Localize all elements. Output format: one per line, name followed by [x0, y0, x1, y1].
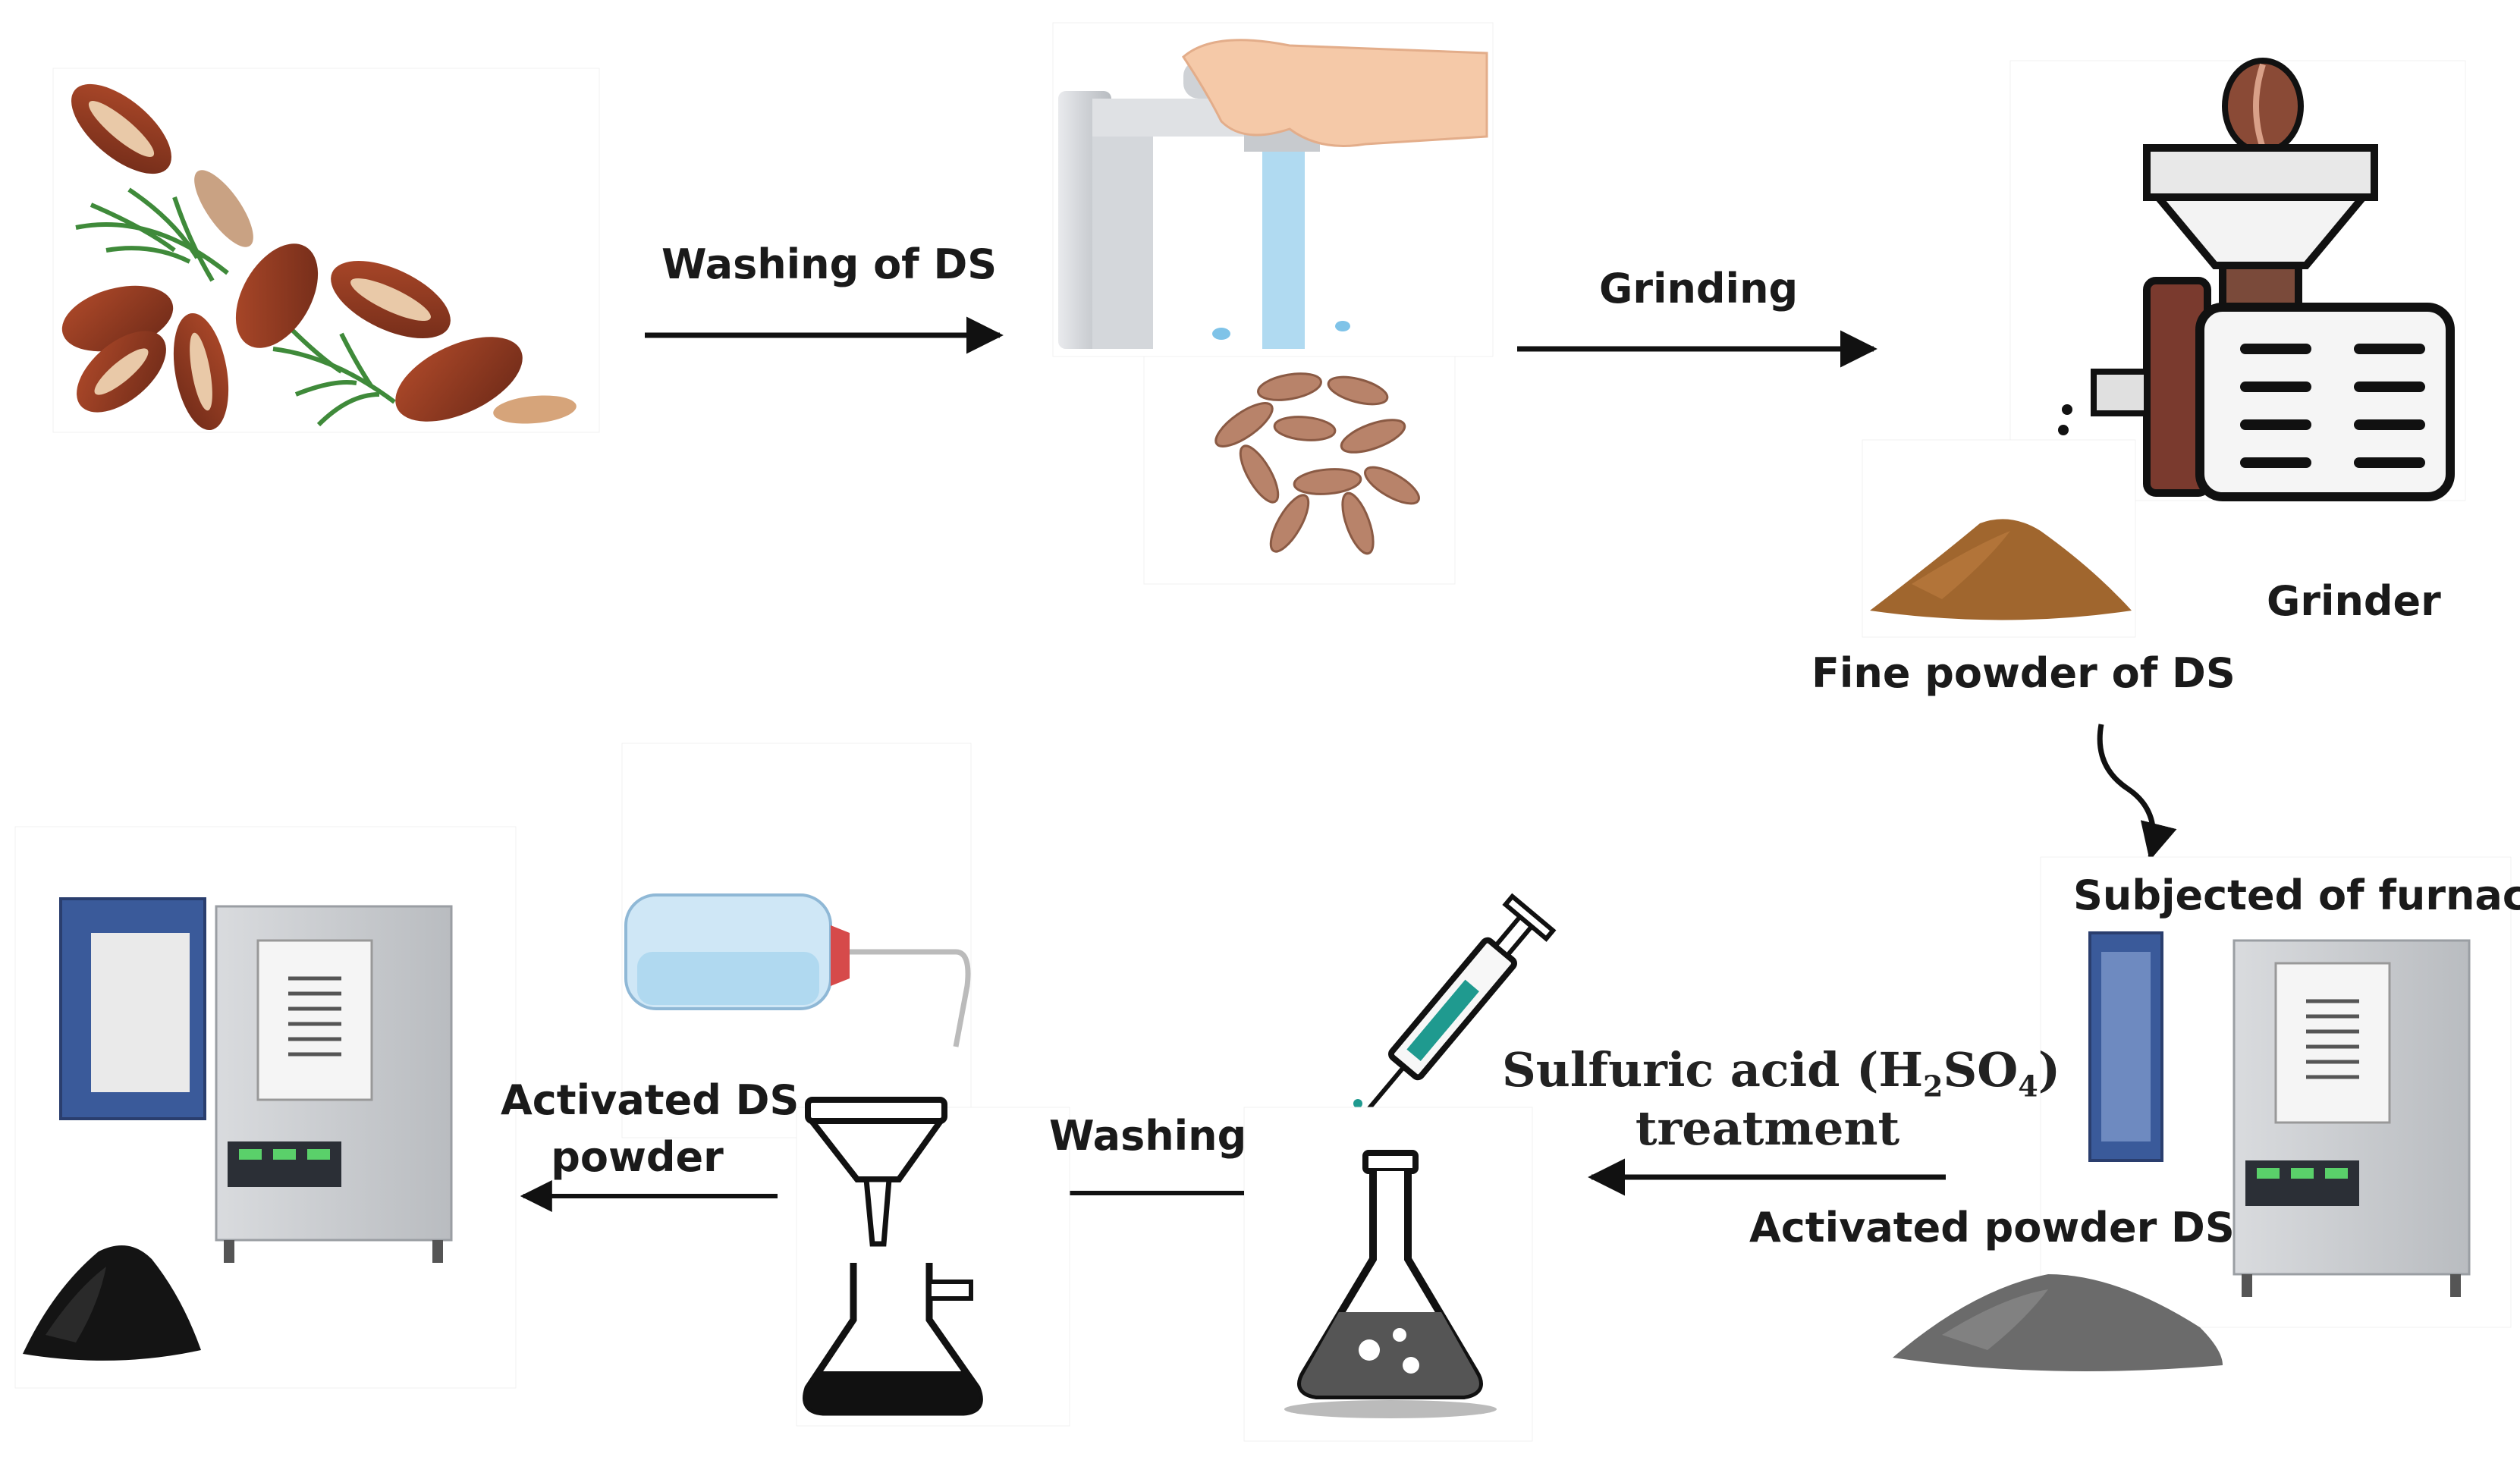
wash-bottle-icon [621, 743, 972, 1138]
label-activated-powder-ds: Activated powder DS [1749, 1204, 2235, 1251]
label-grinder: Grinder [2267, 577, 2441, 625]
label-treatment: treatment [1635, 1101, 1900, 1156]
activated-powder-image [1893, 1274, 2223, 1371]
hand-icon [1182, 39, 1488, 147]
date-fruit-icon [61, 83, 577, 431]
label-activated-ds: Activated DS [501, 1076, 800, 1124]
activated-ds-powder-image [23, 1245, 201, 1361]
syringe-icon [1346, 893, 1557, 1135]
label-grinding: Grinding [1599, 265, 1799, 312]
label-subjected-furnace: Subjected of furnace [2073, 871, 2520, 919]
date-seeds-image [52, 68, 600, 433]
acid-sub-2: 2 [1923, 1069, 1943, 1104]
fine-powder-image [1862, 439, 2136, 638]
acid-text-so: SO [1943, 1042, 2019, 1097]
label-washing-of-ds: Washing of DS [661, 240, 998, 288]
grinder-icon [2009, 58, 2466, 501]
washed-seeds-icon [1214, 372, 1420, 555]
furnace-right-image [2040, 856, 2512, 1328]
furnace-left-image [14, 826, 517, 1389]
palm-leaf-icon [75, 187, 396, 427]
label-washing: Washing [1049, 1112, 1247, 1160]
label-sulfuric-acid: Sulfuric acid (H2SO4) [1502, 1042, 2060, 1104]
acid-sub-4: 4 [2018, 1069, 2038, 1104]
water-stream-icon [1212, 152, 1350, 349]
acid-text-1: Sulfuric acid (H [1502, 1042, 1924, 1097]
arrow-to-furnace [2097, 724, 2177, 861]
washing-tap-image [1052, 22, 1494, 585]
acid-text-close: ) [2038, 1042, 2061, 1097]
label-activated-ds-powder: powder [551, 1133, 724, 1181]
filter-funnel-flask-icon [796, 1097, 1070, 1427]
label-fine-powder: Fine powder of DS [1811, 649, 2236, 697]
conical-flask-icon [1243, 1107, 1533, 1442]
